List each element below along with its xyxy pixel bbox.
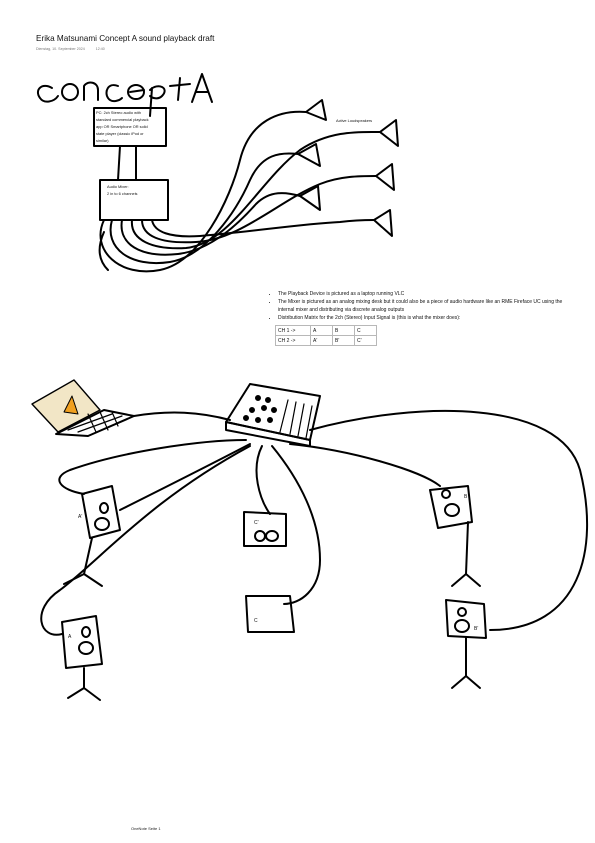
cables-top-sketch [98, 110, 381, 273]
page-title: Erika Matsunami Concept A sound playback… [36, 34, 215, 43]
mixer-note: Audio Mixer: 2 in to 6 channels [107, 184, 138, 196]
speaker-a-sketch [61, 615, 103, 701]
speaker-b-sketch [429, 485, 481, 587]
mixing-desk-sketch [225, 383, 321, 447]
note-item: Distribution Matrix for the 2ch (Stereo)… [278, 314, 568, 322]
svg-text:similar): similar) [96, 138, 109, 143]
matrix-cell: A' [310, 335, 333, 346]
svg-text:PC: 2ch Stereo audio with: PC: 2ch Stereo audio with [96, 110, 141, 115]
page-date: Dienstag, 10. September 2024 [36, 47, 85, 51]
matrix-cell: C' [354, 335, 377, 346]
notes-list: The Playback Device is pictured as a lap… [268, 290, 568, 322]
mixer-box-sketch [99, 179, 169, 221]
matrix-row: CH 1 -> A B C [275, 325, 377, 336]
matrix-cell: B' [332, 335, 355, 346]
distribution-matrix: CH 1 -> A B C CH 2 -> A' B' C' [275, 325, 377, 346]
svg-text:standard commercial playback: standard commercial playback [96, 117, 149, 122]
speakers-top-sketch [297, 99, 399, 237]
label-a: A [68, 634, 72, 640]
label-a-prime: A' [78, 514, 82, 520]
matrix-cell: A [310, 325, 333, 336]
matrix-cell: B [332, 325, 355, 336]
playback-device-box-sketch [93, 107, 167, 181]
speaker-c-prime-sketch [243, 511, 287, 547]
matrix-cell: C [354, 325, 377, 336]
label-c-prime: C' [254, 520, 259, 526]
label-b-prime: B' [474, 626, 478, 632]
note-item: The Mixer is pictured as an analog mixin… [278, 298, 568, 314]
matrix-row: CH 2 -> A' B' C' [275, 335, 377, 346]
pc-note: PC: 2ch Stereo audio with standard comme… [96, 110, 149, 143]
page-time: 12:40 [95, 47, 105, 51]
speaker-a-prime-sketch [63, 485, 121, 587]
svg-text:2 in to 6 channels: 2 in to 6 channels [107, 191, 138, 196]
label-c: C [254, 618, 258, 624]
svg-text:state player (classic iPod or: state player (classic iPod or [96, 131, 144, 136]
speaker-c-sketch [245, 595, 295, 633]
svg-text:Audio Mixer:: Audio Mixer: [107, 184, 129, 189]
svg-text:app OR Smartphone OR solid: app OR Smartphone OR solid [96, 124, 148, 129]
note-item: The Playback Device is pictured as a lap… [278, 290, 568, 298]
laptop-sketch [31, 379, 135, 437]
speaker-b-prime-sketch [445, 599, 487, 689]
concept-heading-sketch [36, 73, 213, 117]
page-footer: OneNote Seite 1 [131, 826, 161, 831]
page-meta: Dienstag, 10. September 2024 12:40 [36, 47, 115, 51]
matrix-cell: CH 2 -> [275, 335, 311, 346]
matrix-cell: CH 1 -> [275, 325, 311, 336]
cables-bottom-sketch [40, 410, 589, 636]
speaker-note: Active Loudspeakers [336, 118, 372, 123]
label-b: B [464, 494, 468, 500]
